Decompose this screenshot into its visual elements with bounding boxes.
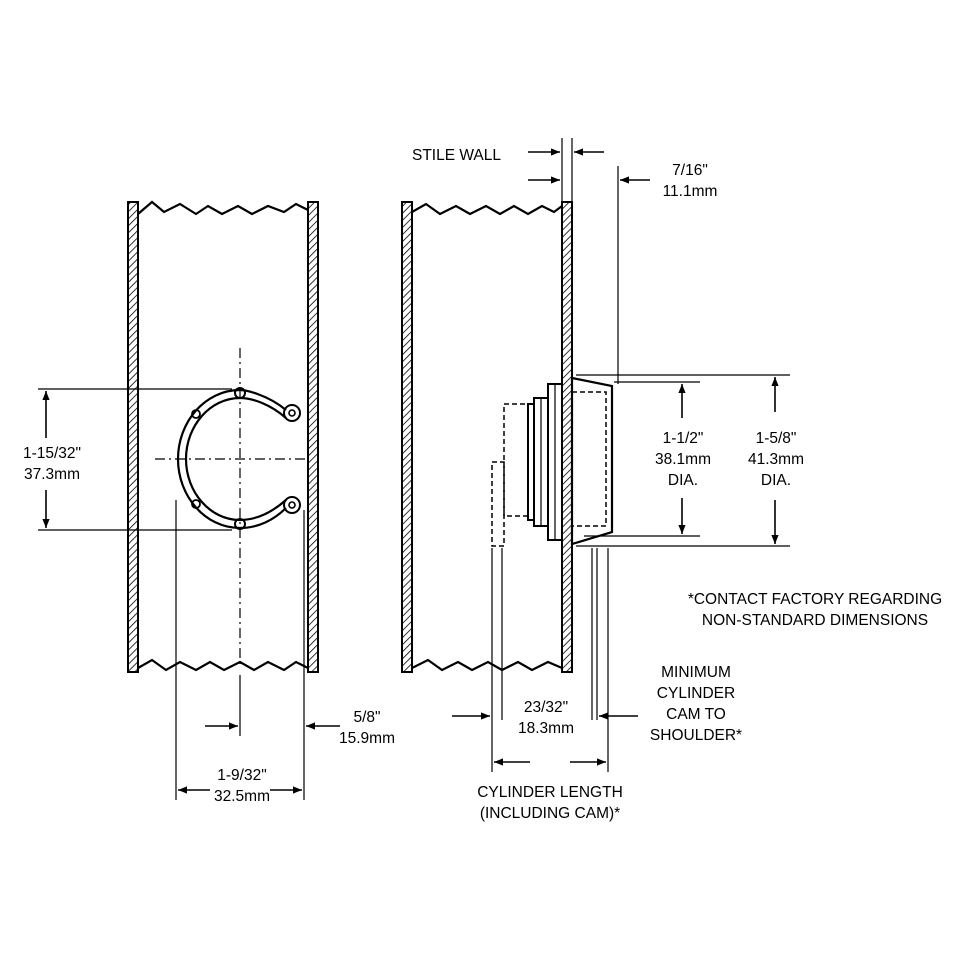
- dim-1-1-2-in: 1-1/2": [662, 430, 704, 447]
- right-break-bottom: [411, 658, 563, 672]
- left-break-bottom: [137, 658, 309, 672]
- cutout-bottom-ear-hole: [288, 501, 296, 509]
- dim-23-32-in: 23/32": [523, 699, 569, 716]
- cutout-top-lug: [234, 387, 246, 399]
- left-stile-view: [38, 200, 340, 800]
- dim-23-32-label: 23/32" 18.3mm: [518, 697, 574, 739]
- min-cam-line4: SHOULDER*: [649, 727, 743, 744]
- right-stile-wall-left: [401, 201, 413, 673]
- trim-ring: [570, 376, 614, 546]
- dim-1-9-32-label: 1-9/32" 32.5mm: [214, 765, 270, 807]
- dim-1-9-32-mm: 32.5mm: [214, 788, 270, 805]
- dim-7-16-label: 7/16" 11.1mm: [663, 160, 718, 202]
- left-break-top: [137, 200, 309, 216]
- cylinder-length-line1: CYLINDER LENGTH: [477, 784, 623, 801]
- cutout-left-lug-2: [191, 499, 201, 509]
- factory-note: *CONTACT FACTORY REGARDING NON-STANDARD …: [688, 589, 942, 631]
- dim-1-5-8-dia: DIA.: [760, 472, 792, 489]
- dim-5-8-label: 5/8" 15.9mm: [339, 707, 395, 749]
- min-cam-line3: CAM TO: [666, 706, 726, 723]
- cutout-bottom-ear: [283, 496, 301, 514]
- cam-hidden-outline: [503, 403, 529, 517]
- factory-note-line2: NON-STANDARD DIMENSIONS: [701, 612, 929, 629]
- cylinder-cutout-inner: [184, 396, 287, 522]
- cutout-top-ear-hole: [288, 409, 296, 417]
- dim-1-5-8-label: 1-5/8" 41.3mm DIA.: [748, 428, 804, 491]
- min-cam-label: MINIMUM CYLINDER CAM TO SHOULDER*: [650, 662, 742, 746]
- dim-1-1-2-dia: DIA.: [667, 472, 699, 489]
- factory-note-line1: *CONTACT FACTORY REGARDING: [687, 591, 943, 608]
- cutout-top-ear: [283, 404, 301, 422]
- left-stile-wall-left: [127, 201, 139, 673]
- dim-5-8-in: 5/8": [353, 709, 381, 726]
- dim-23-32-mm: 18.3mm: [518, 720, 574, 737]
- dim-1-1-2-label: 1-1/2" 38.1mm DIA.: [655, 428, 711, 491]
- dim-1-1-2-mm: 38.1mm: [655, 451, 711, 468]
- stile-wall-label: STILE WALL: [412, 147, 502, 164]
- dim-7-16-mm: 11.1mm: [662, 183, 718, 200]
- dim-1-5-8-mm: 41.3mm: [748, 451, 804, 468]
- left-stile-wall-right: [307, 201, 319, 673]
- dim-1-15-32-mm: 37.3mm: [23, 466, 80, 483]
- cylinder-length-line2: (INCLUDING CAM)*: [479, 805, 621, 822]
- trim-ring-hidden: [571, 391, 607, 527]
- dim-1-15-32-in: 1-15/32": [22, 445, 82, 462]
- right-stile-section: [401, 138, 790, 772]
- min-cam-line2: CYLINDER: [656, 685, 736, 702]
- dim-5-8-mm: 15.9mm: [339, 730, 395, 747]
- cutout-bottom-lug: [234, 518, 246, 530]
- min-cam-line1: MINIMUM: [661, 664, 731, 681]
- dim-1-5-8-in: 1-5/8": [755, 430, 797, 447]
- cylinder-length-label: CYLINDER LENGTH (INCLUDING CAM)*: [477, 782, 623, 824]
- cutout-left-lug: [191, 409, 201, 419]
- dim-1-9-32-in: 1-9/32": [217, 767, 267, 784]
- dim-1-15-32-label: 1-15/32" 37.3mm: [23, 443, 81, 485]
- right-break-top: [411, 202, 563, 216]
- dim-7-16-in: 7/16": [672, 162, 708, 179]
